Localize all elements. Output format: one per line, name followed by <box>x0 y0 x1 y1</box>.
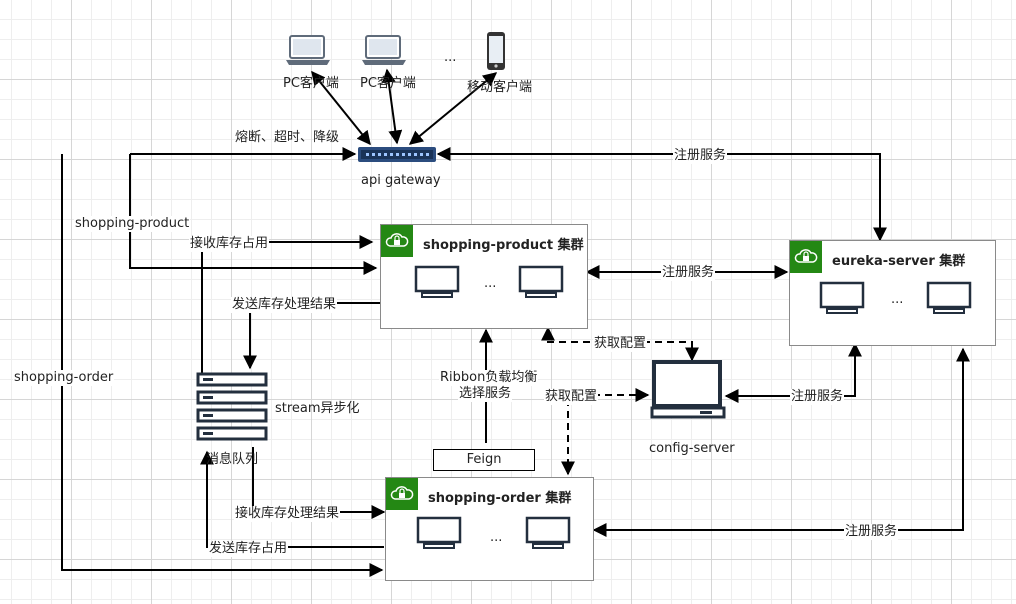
receive-occupy-label: 接收库存占用 <box>189 236 270 252</box>
server-instance-icon <box>819 281 867 321</box>
feign-box: Feign <box>433 449 535 471</box>
link-pc1-gateway <box>311 70 371 146</box>
link-pc2-gateway <box>381 68 403 145</box>
fetch-config-label-1: 获取配置 <box>593 336 648 352</box>
eureka-ellipsis: ... <box>891 292 904 307</box>
gateway-register-label: 注册服务 <box>673 148 728 164</box>
laptop-icon <box>285 34 331 74</box>
mobile-phone-icon <box>486 31 506 75</box>
cloud-lock-icon <box>386 478 418 510</box>
order-cluster: shopping-order 集群 ... <box>385 477 594 581</box>
eureka-cluster: eureka-server 集群 ... <box>789 240 996 346</box>
config-server-label: config-server <box>649 441 735 456</box>
order-route-label: shopping-order <box>13 370 115 386</box>
ribbon-label-line1: Ribbon负载均衡 <box>439 370 539 386</box>
config-register-label: 注册服务 <box>790 389 845 405</box>
stream-label: stream异步化 <box>275 401 360 416</box>
link-mobile-gateway <box>408 72 498 145</box>
link-receive-result <box>252 447 386 519</box>
cloud-lock-icon <box>790 241 822 273</box>
product-register-label: 注册服务 <box>661 265 716 281</box>
config-server-icon <box>650 360 728 424</box>
client-mobile-label: 移动客户端 <box>467 80 533 95</box>
eureka-cluster-title: eureka-server 集群 <box>832 254 966 269</box>
fuse-label: 熔断、超时、降级 <box>235 130 340 145</box>
client-pc2-label: PC客户端 <box>360 76 416 91</box>
client-ellipsis: ... <box>444 50 457 65</box>
server-instance-icon <box>414 265 462 305</box>
link-route-order <box>61 154 384 577</box>
server-instance-icon <box>416 516 464 556</box>
server-instance-icon <box>525 516 573 556</box>
server-instance-icon <box>518 265 566 305</box>
link-route-product <box>129 154 378 275</box>
gateway-label: api gateway <box>361 173 441 188</box>
laptop-icon <box>361 34 407 74</box>
order-cluster-title: shopping-order 集群 <box>428 491 572 506</box>
order-register-label: 注册服务 <box>844 524 899 540</box>
link-order-eureka <box>592 347 970 537</box>
product-ellipsis: ... <box>484 276 497 291</box>
send-result-label: 发送库存处理结果 <box>231 297 338 313</box>
cloud-lock-icon <box>381 225 413 257</box>
product-cluster-title: shopping-product 集群 <box>423 238 584 253</box>
link-config-order-dashed <box>561 388 650 476</box>
link-send-occupy <box>200 450 384 548</box>
gateway-router-icon <box>358 145 438 169</box>
client-pc1-label: PC客户端 <box>283 76 339 91</box>
mq-label: 消息队列 <box>206 452 259 467</box>
link-gateway-eureka <box>436 147 887 242</box>
receive-result-label: 接收库存处理结果 <box>234 506 341 522</box>
order-ellipsis: ... <box>490 530 503 545</box>
fetch-config-label-2: 获取配置 <box>544 389 599 405</box>
ribbon-label-line2: 选择服务 <box>458 386 513 402</box>
product-cluster: shopping-product 集群 ... <box>380 224 588 329</box>
message-queue-icon <box>196 372 268 450</box>
product-route-label: shopping-product <box>74 216 191 232</box>
server-instance-icon <box>926 281 974 321</box>
send-occupy-label: 发送库存占用 <box>208 541 289 557</box>
